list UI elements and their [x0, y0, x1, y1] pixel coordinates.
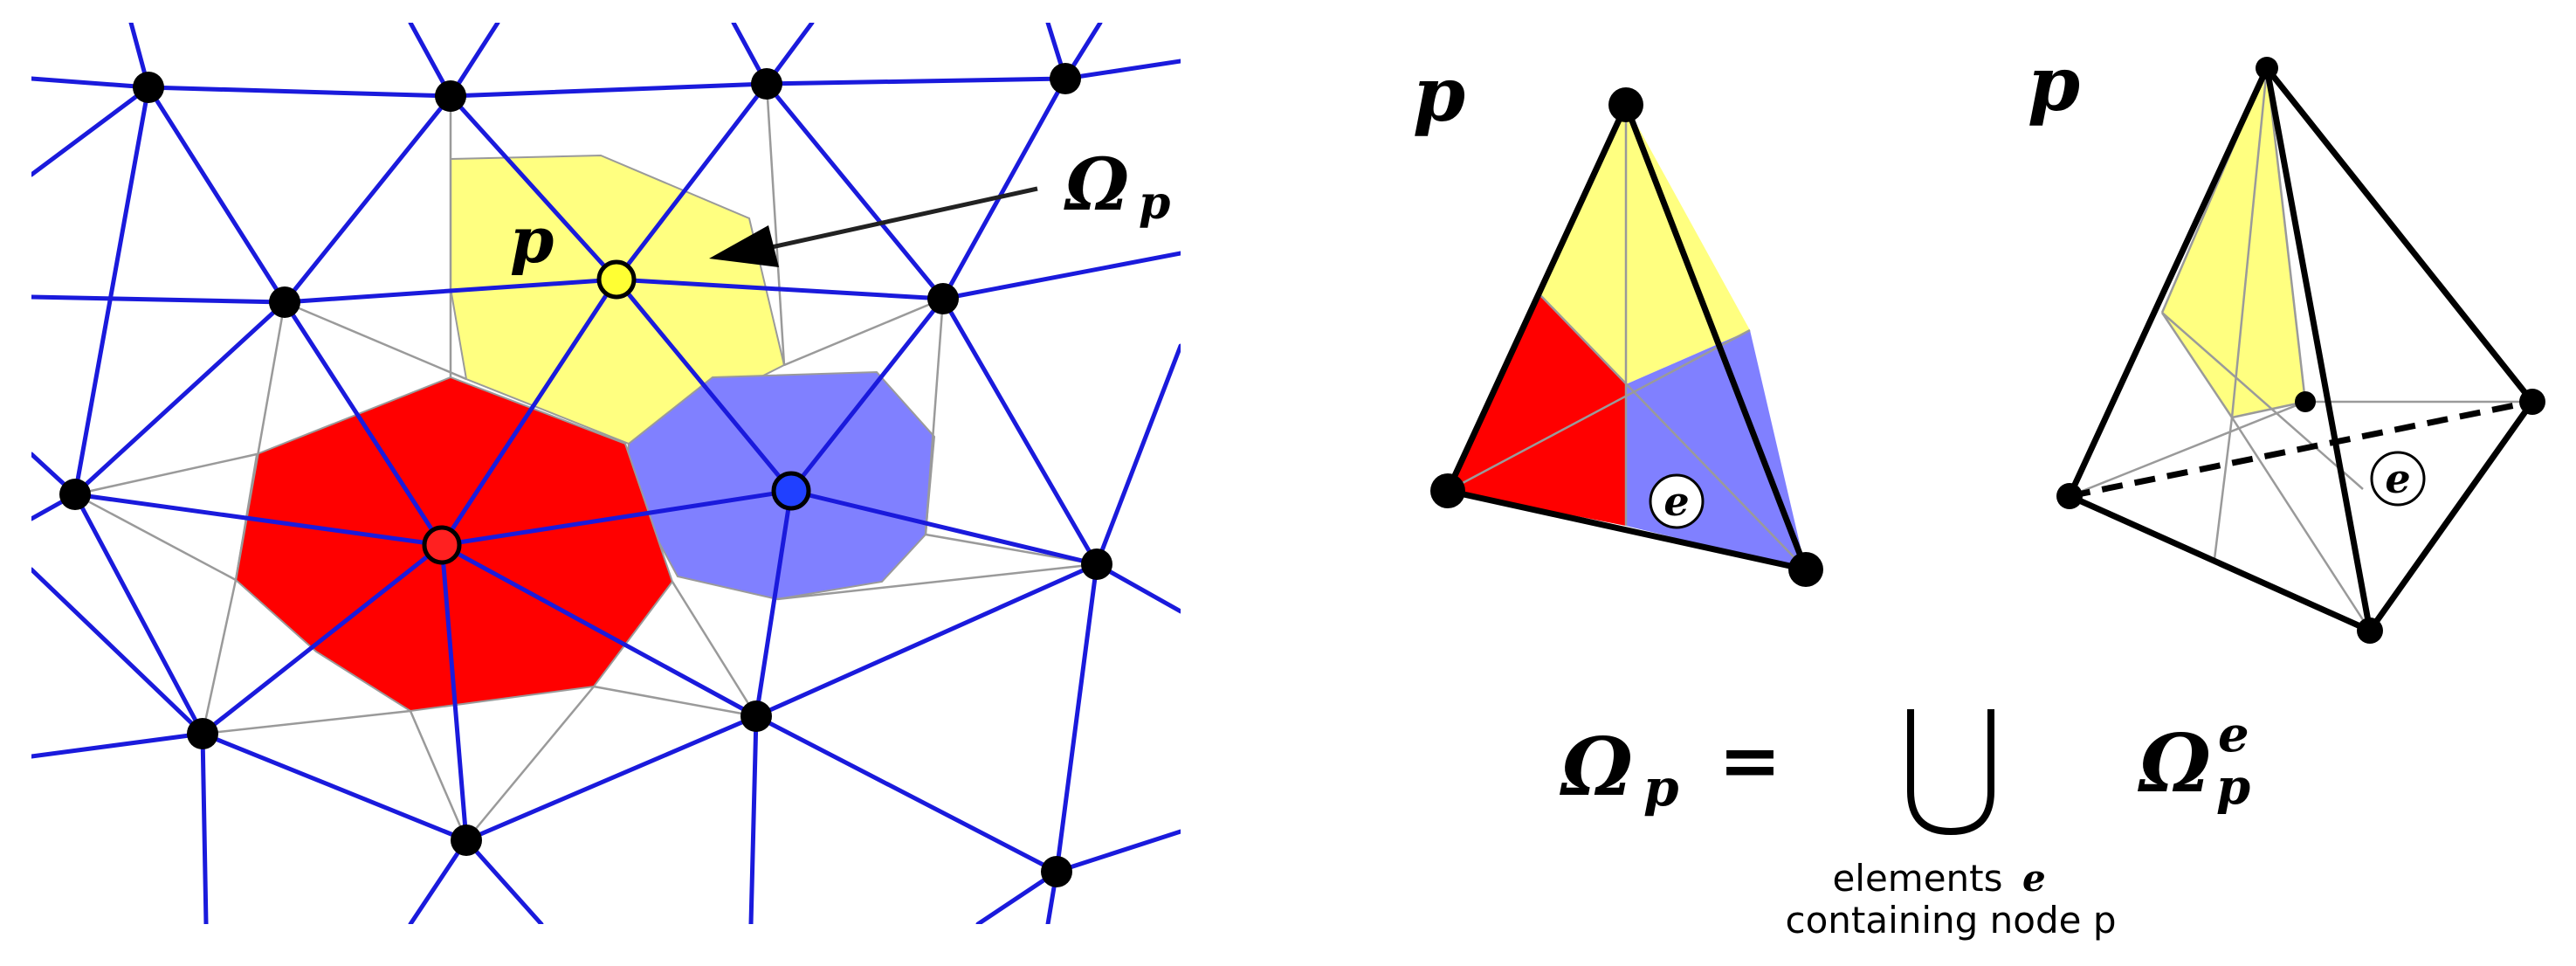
mesh-node	[1041, 856, 1072, 887]
triangle-vertex	[1430, 473, 1465, 508]
tetra-vertex	[2056, 483, 2083, 509]
mesh-omega-symbol: Ω	[1064, 143, 1129, 227]
node-red	[422, 525, 462, 565]
tetra-element-label: e	[2385, 455, 2410, 502]
triangle-vertex	[1788, 552, 1823, 587]
mesh-clip-group	[31, 23, 1181, 924]
mesh-node	[187, 718, 218, 749]
mesh-node	[1081, 549, 1112, 580]
formula-caption-line2: containing node p	[1785, 899, 2116, 942]
tetra-vertex	[2357, 618, 2383, 644]
mesh-node-p-label: p	[510, 203, 554, 277]
tetrahedron-p-label: p	[2028, 40, 2080, 128]
mesh-node	[1050, 63, 1081, 94]
tetra-vertex	[2519, 389, 2545, 415]
tetra-region-yellow	[2162, 68, 2305, 417]
triangle-vertex	[1608, 87, 1643, 122]
mesh-omega-subscript: p	[1139, 176, 1170, 230]
formula-equals: =	[1718, 716, 1781, 804]
formula-omega: Ω	[1559, 720, 1633, 814]
mesh-nodes	[59, 63, 1112, 887]
triangle-outline	[1444, 101, 1809, 573]
mesh-omega-p-label: Ω p	[1064, 143, 1170, 230]
formula-union-symbol	[1907, 709, 1994, 836]
node-blue	[771, 471, 811, 511]
mesh-node	[59, 479, 91, 510]
formula-omega-rhs-superscript: e	[2218, 706, 2249, 763]
mesh-node	[927, 283, 959, 314]
tetra-element-marker	[2370, 451, 2426, 507]
formula-caption-line1-e: e	[2022, 857, 2046, 900]
tetra-interior-point	[2295, 391, 2316, 412]
mesh-node	[435, 80, 466, 112]
formula-caption-line1: elements	[1832, 857, 2002, 900]
triangle-medians	[1447, 105, 1807, 570]
node-p-yellow	[596, 259, 637, 300]
mesh-node	[451, 825, 482, 856]
triangle-element: p e	[1413, 51, 1823, 587]
mesh-node	[740, 700, 772, 732]
mesh-node	[133, 72, 164, 103]
mesh-node	[751, 68, 782, 100]
omega-arrow	[709, 186, 1038, 267]
triangle-element-label: e	[1663, 478, 1689, 525]
triangle-element-marker	[1649, 473, 1705, 529]
mesh-panel: p Ω p	[31, 23, 1181, 924]
tetra-vertex	[2256, 57, 2278, 79]
formula-omega-rhs: Ω	[2137, 716, 2211, 811]
formula-omega-rhs-subscript: p	[2216, 758, 2250, 816]
triangle-region-yellow	[1540, 105, 1750, 384]
tetra-hidden-edge	[2069, 398, 2533, 500]
tetrahedron-element: p	[2028, 40, 2545, 644]
mesh-node	[269, 286, 300, 318]
tetra-edges	[2066, 65, 2536, 634]
triangle-p-label: p	[1413, 51, 1465, 139]
patch-formula: Ω p = Ω e p elements e containing node p	[1559, 706, 2250, 942]
formula-omega-subscript: p	[1643, 758, 1679, 818]
